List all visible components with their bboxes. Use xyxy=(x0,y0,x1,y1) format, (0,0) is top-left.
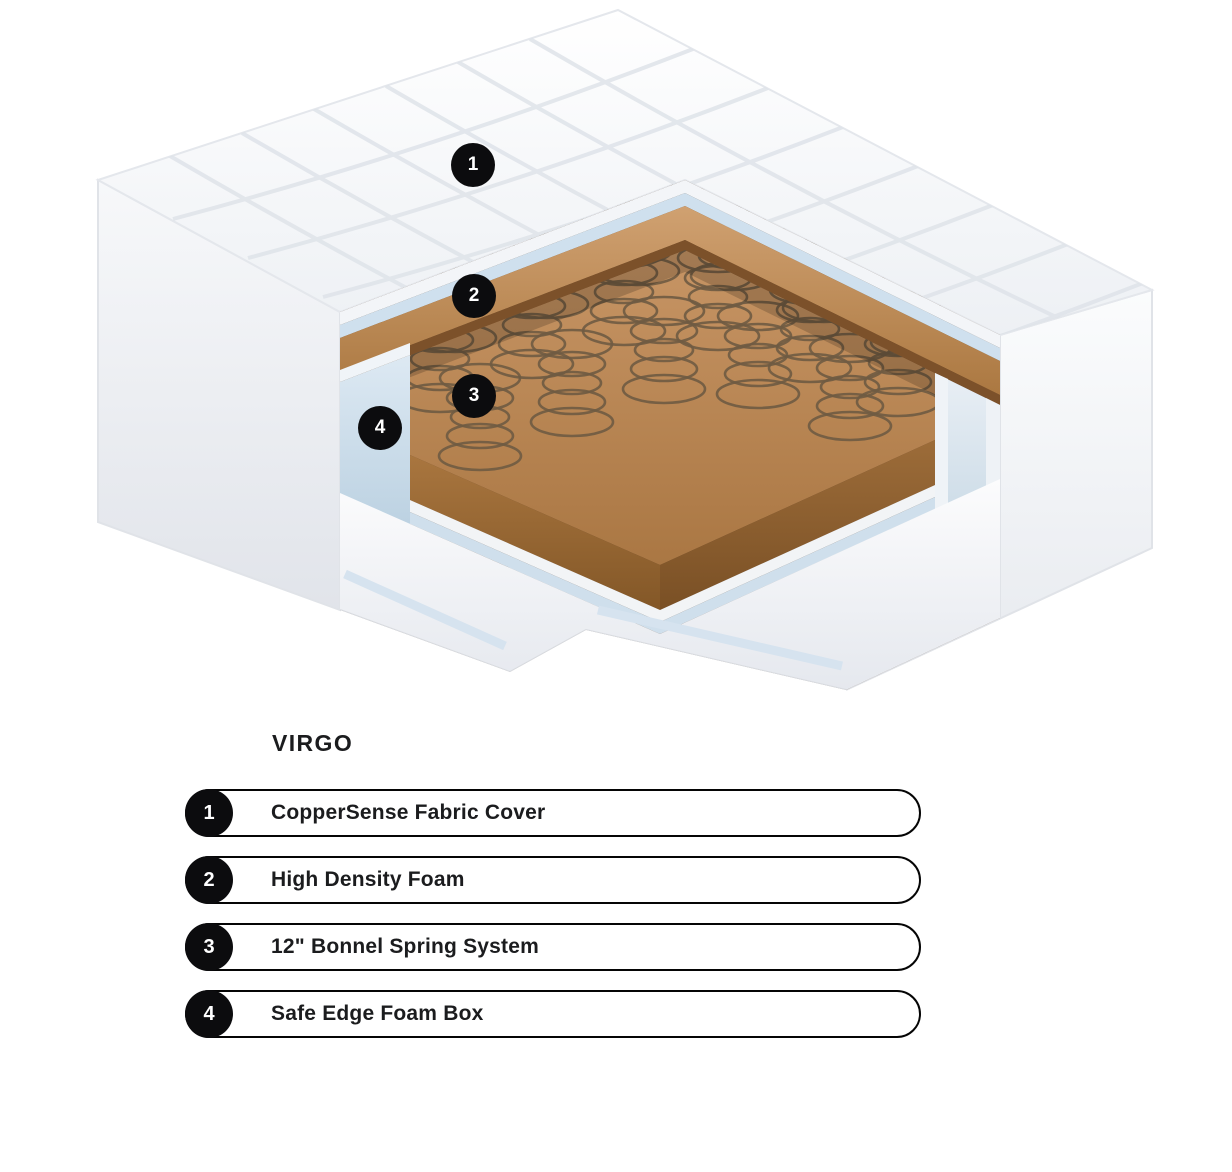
legend-row-3: 3 12" Bonnel Spring System xyxy=(185,923,921,971)
marker-3: 3 xyxy=(452,374,496,418)
legend-label-4: Safe Edge Foam Box xyxy=(271,1002,484,1025)
base-skirt xyxy=(340,479,1000,690)
marker-4: 4 xyxy=(358,406,402,450)
marker-2: 2 xyxy=(452,274,496,318)
base-foam-front-right xyxy=(660,440,935,610)
marker-1: 1 xyxy=(451,143,495,187)
legend-label-3: 12" Bonnel Spring System xyxy=(271,935,539,958)
cover-underside-strip xyxy=(340,180,1000,348)
legend-row-2: 2 High Density Foam xyxy=(185,856,921,904)
legend-row-1: 1 CopperSense Fabric Cover xyxy=(185,789,921,837)
legend-label-2: High Density Foam xyxy=(271,868,465,891)
mattress-svg xyxy=(95,8,1155,691)
base-trim-strips xyxy=(410,485,935,634)
legend-number-badge-4: 4 xyxy=(185,990,233,1038)
legend-number-badge-3: 3 xyxy=(185,923,233,971)
base-foam-top xyxy=(410,250,935,565)
mattress-cutaway-illustration: 1 2 3 4 xyxy=(95,8,1155,691)
base-foam-front-left xyxy=(410,455,660,610)
legend: 1 CopperSense Fabric Cover 2 High Densit… xyxy=(185,789,921,1038)
product-title: VIRGO xyxy=(272,730,354,756)
band-shadow xyxy=(340,250,1000,427)
legend-number-badge-1: 1 xyxy=(185,789,233,837)
mattress-outer-shell xyxy=(95,8,1155,691)
cutaway-interior xyxy=(340,180,1000,690)
foam-underside-edge xyxy=(340,240,1000,405)
legend-number-badge-2: 2 xyxy=(185,856,233,904)
legend-label-1: CopperSense Fabric Cover xyxy=(271,801,546,824)
legend-row-4: 4 Safe Edge Foam Box xyxy=(185,990,921,1038)
